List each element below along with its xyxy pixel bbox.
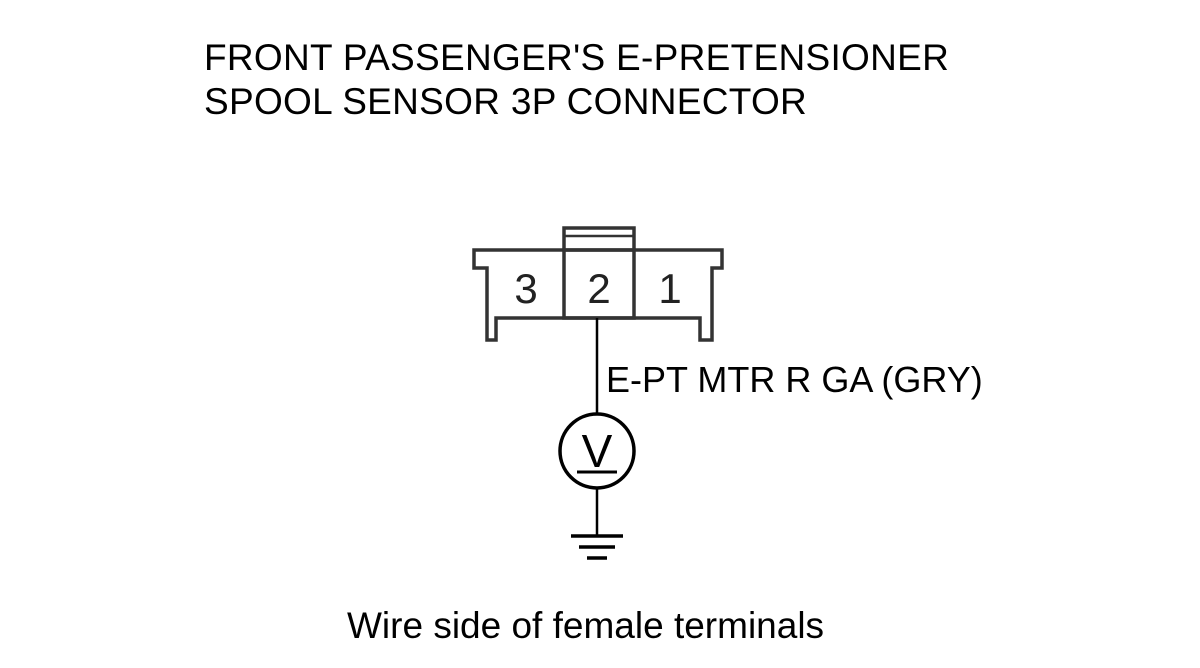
terminal-number-2: 2	[587, 265, 610, 312]
connector-housing	[472, 248, 724, 342]
terminal-number-3: 3	[514, 265, 537, 312]
terminal-cavity-2	[562, 248, 636, 320]
diagram-caption: Wire side of female terminals	[347, 605, 825, 646]
wire-label: E-PT MTR R GA (GRY)	[606, 359, 983, 400]
diagram-title: FRONT PASSENGER'S E-PRETENSIONER SPOOL S…	[204, 36, 949, 124]
ground-icon	[571, 534, 623, 560]
connector-lock-tab	[562, 226, 636, 250]
title-line-2: SPOOL SENSOR 3P CONNECTOR	[204, 81, 808, 122]
title-line-1: FRONT PASSENGER'S E-PRETENSIONER	[204, 37, 950, 78]
voltmeter-letter: V	[582, 425, 613, 477]
terminal-number-1: 1	[658, 265, 681, 312]
